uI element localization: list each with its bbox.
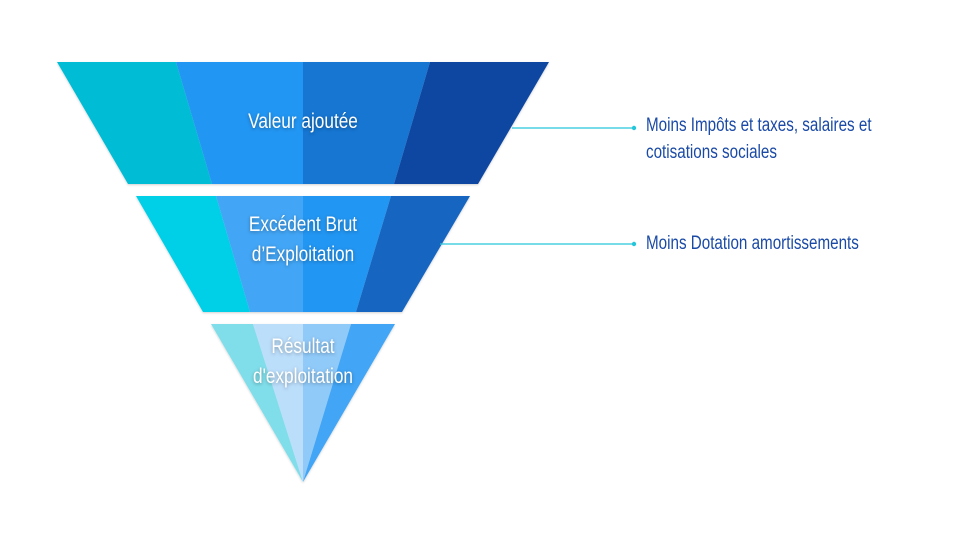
layer3-segment-2 — [253, 324, 303, 482]
layer-label-line: Valeur ajoutée — [248, 110, 358, 133]
layer-label-line: Résultat — [271, 335, 335, 358]
layer2-segment-3 — [303, 196, 391, 312]
annotation-dotation: Moins Dotation amortissements — [646, 230, 859, 257]
layer-label-line: d’Exploitation — [251, 243, 355, 266]
layer-label-valeur-ajoutee: Valeur ajoutée — [221, 107, 385, 137]
layer1-segment-1 — [57, 62, 212, 184]
layer-label-resultat: Résultat d'exploitation — [221, 332, 385, 392]
layer-label-line: d'exploitation — [253, 365, 353, 388]
layer3-segment-4 — [303, 324, 395, 482]
layer1-segment-2 — [176, 62, 303, 184]
layer3-segment-1 — [211, 324, 303, 482]
layer-label-line: Excédent Brut — [248, 213, 358, 236]
annotation-impots-taxes: Moins Impôts et taxes, salaires et cotis… — [646, 112, 872, 166]
funnel-layer-ebe — [136, 196, 470, 312]
connector-2 — [440, 241, 637, 247]
funnel-layer-resultat — [211, 324, 395, 482]
layer2-segment-2 — [216, 196, 303, 312]
layer2-segment-1 — [136, 196, 250, 312]
annotation-line: cotisations sociales — [646, 142, 777, 163]
annotation-line: Moins Impôts et taxes, salaires et — [646, 115, 872, 136]
layer-label-ebe: Excédent Brut d’Exploitation — [221, 210, 385, 270]
funnel-layer-valeur-ajoutee — [57, 62, 549, 184]
connector-1 — [512, 125, 637, 131]
layer1-segment-3 — [303, 62, 430, 184]
annotation-line: Moins Dotation amortissements — [646, 233, 859, 254]
layer2-segment-4 — [356, 196, 470, 312]
layer1-segment-4 — [394, 62, 549, 184]
